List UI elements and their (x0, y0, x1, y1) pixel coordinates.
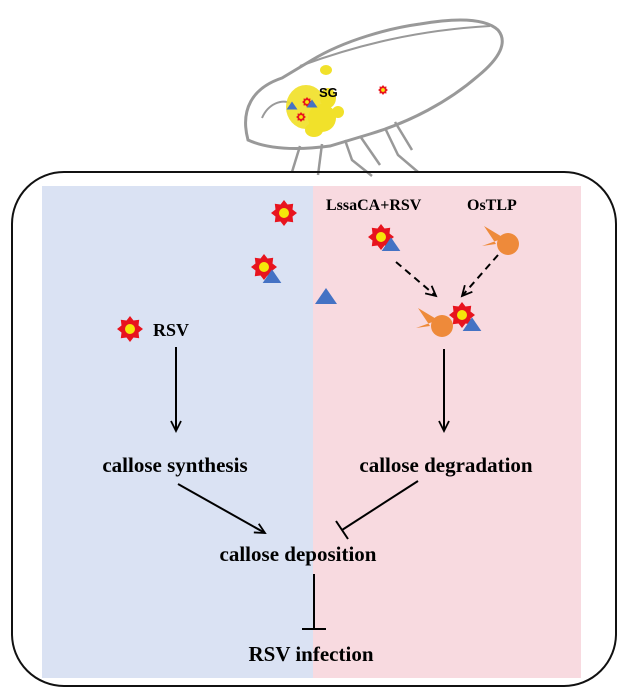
salivary-gland (286, 65, 344, 137)
rsv-label: RSV (153, 320, 189, 340)
degradation-inhibits-deposition (341, 480, 419, 531)
planthopper-insect: SG (244, 18, 504, 177)
callose-degradation-label: callose degradation (359, 453, 533, 477)
right-panel-background (313, 186, 581, 678)
sg-label: SG (319, 85, 338, 100)
cell-frame (11, 171, 617, 687)
rsv-infection-label: RSV infection (248, 642, 373, 666)
insect-legs (290, 121, 419, 177)
callose-deposition-label: callose deposition (220, 542, 377, 566)
virus-icon (271, 200, 297, 226)
degradation-inhibition-bar (335, 520, 349, 540)
synthesis-to-deposition-arrow (177, 483, 267, 534)
callose-synthesis-label: callose synthesis (102, 453, 247, 477)
insect-virus-icon (296, 112, 306, 122)
lssaca-dashed-arrow (395, 261, 438, 298)
ostlp-label: OsTLP (467, 197, 517, 214)
insect-wing-line (299, 25, 491, 67)
virus-icon (117, 316, 143, 342)
insect-virus-icon (378, 85, 388, 95)
lssaca-rsv-label: LssaCA+RSV (326, 197, 422, 214)
ostlp-dashed-arrow (460, 254, 499, 298)
insect-body-outline (244, 18, 504, 150)
